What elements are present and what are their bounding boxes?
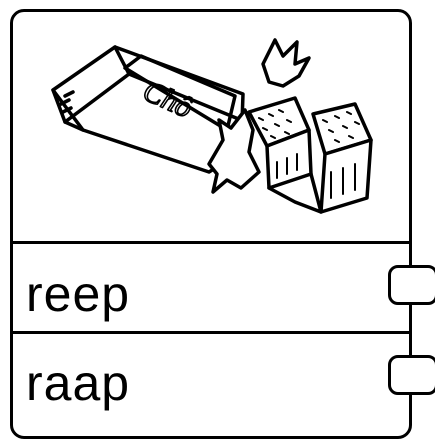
answer-checkbox-2[interactable] bbox=[388, 355, 435, 395]
answer-checkbox-1[interactable] bbox=[388, 265, 435, 305]
option-word-2: raap bbox=[26, 355, 131, 411]
divider bbox=[10, 331, 412, 334]
chocolate-bar-icon: Chô bbox=[51, 38, 373, 214]
divider bbox=[10, 241, 412, 244]
option-word-1: reep bbox=[26, 266, 131, 322]
